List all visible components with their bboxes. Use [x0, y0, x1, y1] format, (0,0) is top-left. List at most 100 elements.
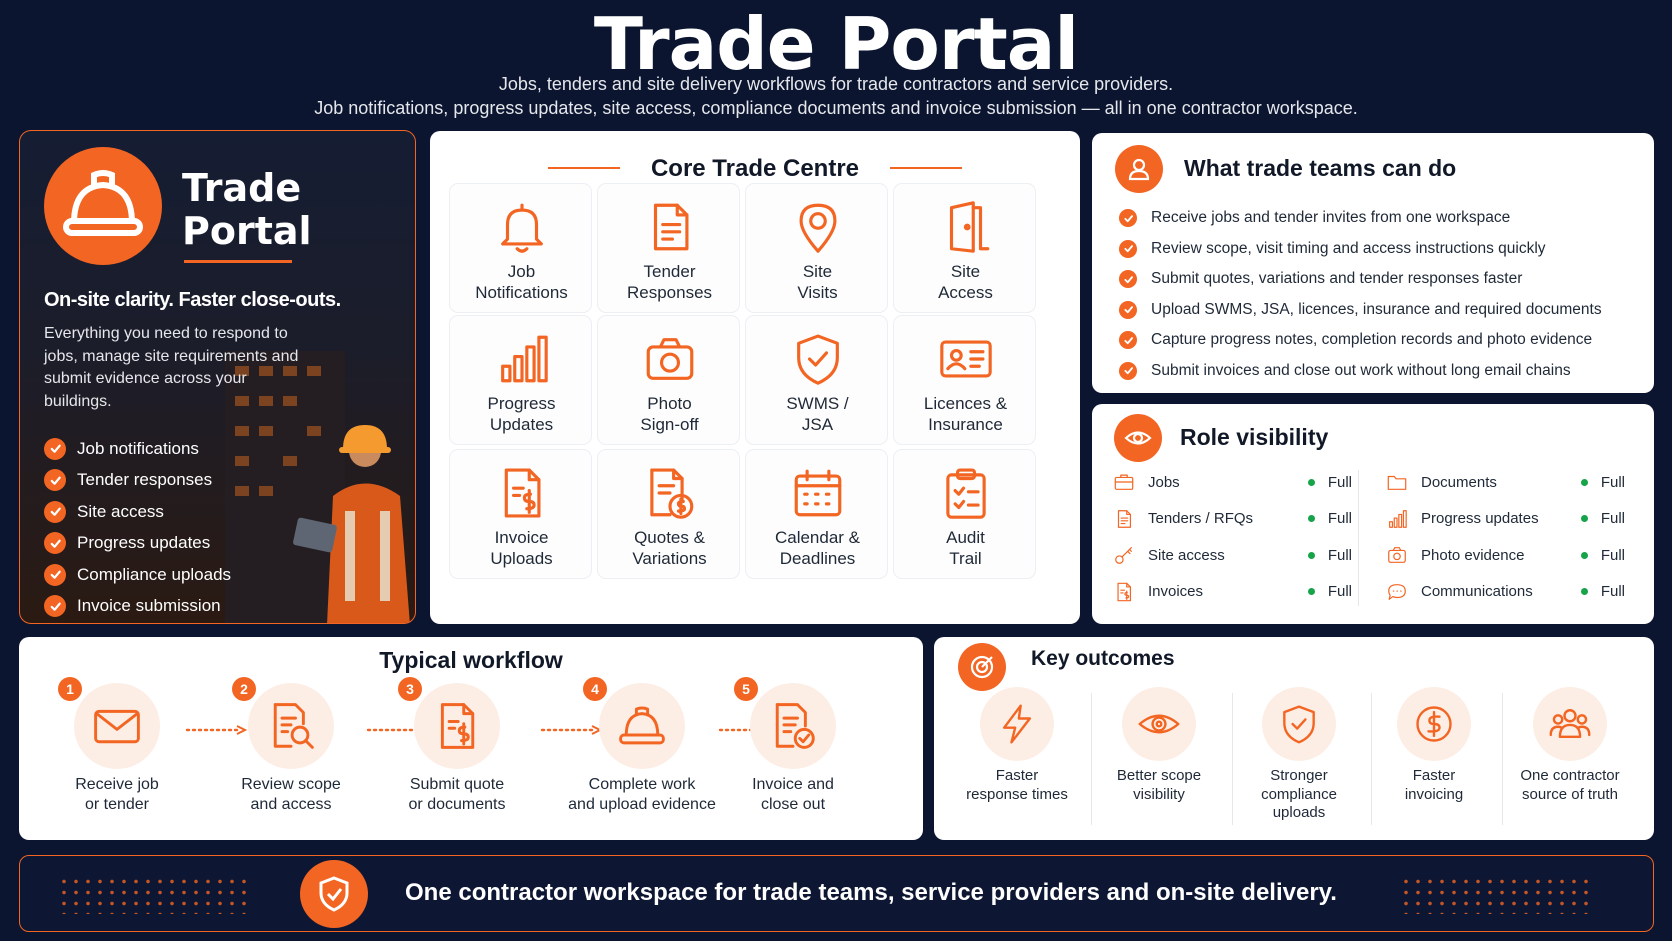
step-label: Review scope and access: [241, 776, 341, 813]
hero-feature-item: Invoice submission: [44, 591, 231, 623]
status-dot: [1580, 478, 1588, 486]
dot-pattern-left: [58, 876, 248, 914]
tile-site-visits[interactable]: Site Visits: [745, 183, 888, 313]
hero-tagline: On-site clarity. Faster close-outs.: [44, 289, 341, 311]
role-row-site-access: Site access Full: [1112, 537, 1352, 574]
tile-invoice-uploads[interactable]: Invoice Uploads: [449, 449, 592, 579]
capabilities-card: What trade teams can do Receive jobs and…: [1092, 133, 1654, 393]
search-document-icon: 2: [232, 677, 334, 769]
step-number-badge: 1: [58, 677, 82, 701]
page-subtitle-2: Job notifications, progress updates, sit…: [314, 98, 1358, 118]
step-label: Submit quote or documents: [408, 776, 506, 813]
check-icon: [1119, 270, 1137, 289]
tile-quotes-variations[interactable]: Quotes & Variations: [597, 449, 740, 579]
capabilities-list: Receive jobs and tender invites from one…: [1119, 203, 1602, 386]
shield-check-icon: [1262, 687, 1336, 761]
tile-label: Site Visits: [797, 262, 838, 302]
capability-label: Submit invoices and close out work witho…: [1151, 361, 1571, 379]
tile-label: Progress Updates: [487, 394, 556, 434]
door-icon: [894, 196, 1037, 258]
role-label: Communications: [1421, 583, 1533, 601]
shield-check-icon: [300, 860, 368, 928]
check-icon: [44, 469, 66, 492]
footer-banner: One contractor workspace for trade teams…: [19, 855, 1654, 932]
tile-photo-sign-off[interactable]: Photo Sign-off: [597, 315, 740, 445]
role-label: Tenders / RFQs: [1148, 510, 1254, 528]
tile-calendar-deadlines[interactable]: Calendar & Deadlines: [745, 449, 888, 579]
capability-item: Upload SWMS, JSA, licences, insurance an…: [1119, 295, 1602, 326]
hero-title: Trade Portal: [182, 167, 312, 253]
role-access-value: Full: [1307, 583, 1352, 600]
tile-job-notifications[interactable]: Job Notifications: [449, 183, 592, 313]
eye-icon: [1122, 687, 1196, 761]
quote-dollar-icon: [598, 462, 741, 524]
document-icon: [1112, 507, 1136, 531]
role-access-value: Full: [1580, 474, 1625, 491]
role-access-value: Full: [1580, 583, 1625, 600]
role-label: Documents: [1421, 473, 1497, 491]
role-row-tenders-rfqs: Tenders / RFQs Full: [1112, 501, 1352, 538]
tile-swms-jsa[interactable]: SWMS / JSA: [745, 315, 888, 445]
role-row-documents: Documents Full: [1385, 464, 1625, 501]
tile-progress-updates[interactable]: Progress Updates: [449, 315, 592, 445]
chat-icon: [1385, 580, 1409, 604]
arrow-right-icon: [185, 725, 247, 735]
hero-underline: [184, 260, 292, 263]
step-number-badge: 5: [734, 677, 758, 701]
tile-tender-responses[interactable]: Tender Responses: [597, 183, 740, 313]
role-access-value: Full: [1307, 510, 1352, 528]
bar-chart-icon: [450, 328, 593, 390]
role-label: Jobs: [1148, 473, 1180, 491]
role-visibility-title: Role visibility: [1180, 424, 1329, 450]
hero-description: Everything you need to respond to jobs, …: [44, 325, 299, 410]
banner-text: One contractor workspace for trade teams…: [405, 879, 1337, 906]
hero-feature-item: Job notifications: [44, 433, 231, 465]
page-title: Trade Portal: [593, 2, 1079, 86]
check-icon: [44, 437, 66, 460]
title-rule-right: [890, 167, 962, 169]
hero-feature-label: Progress updates: [77, 533, 211, 553]
step-label: Complete work and upload evidence: [568, 776, 716, 813]
team-icon: [1533, 687, 1607, 761]
envelope-icon: 1: [58, 677, 160, 769]
hero-feature-item: Compliance uploads: [44, 559, 231, 591]
briefcase-icon: [1112, 470, 1136, 494]
id-card-icon: [894, 328, 1037, 390]
tile-audit-trail[interactable]: Audit Trail: [893, 449, 1036, 579]
role-value-text: Full: [1600, 546, 1625, 564]
step-number-badge: 2: [232, 677, 256, 701]
tile-label: Quotes & Variations: [632, 528, 707, 568]
tile-site-access[interactable]: Site Access: [893, 183, 1036, 313]
user-icon: [1115, 145, 1163, 193]
step-number-badge: 3: [398, 677, 422, 701]
step-label: Receive job or tender: [75, 776, 159, 813]
shield-check-icon: [746, 328, 889, 390]
capability-label: Capture progress notes, completion recor…: [1151, 331, 1593, 349]
invoice-icon: [1112, 580, 1136, 604]
role-access-value: Full: [1307, 547, 1352, 564]
hard-hat-icon: 4: [583, 677, 685, 769]
status-dot: [1580, 588, 1588, 596]
folder-icon: [1385, 470, 1409, 494]
check-icon: [44, 563, 66, 586]
role-value-text: Full: [1327, 510, 1352, 528]
tile-label: Calendar & Deadlines: [774, 528, 861, 568]
bar-chart-icon: [1385, 507, 1409, 531]
role-label: Site access: [1148, 546, 1225, 564]
tile-licences-insurance[interactable]: Licences & Insurance: [893, 315, 1036, 445]
capability-item: Submit quotes, variations and tender res…: [1119, 264, 1602, 295]
status-dot: [1580, 515, 1588, 523]
outcome-label: Faster response times: [966, 767, 1068, 803]
hero-feature-label: Tender responses: [77, 470, 213, 490]
tile-label: Licences & Insurance: [923, 394, 1008, 434]
capability-item: Submit invoices and close out work witho…: [1119, 356, 1602, 387]
hero-feature-item: Progress updates: [44, 528, 231, 560]
